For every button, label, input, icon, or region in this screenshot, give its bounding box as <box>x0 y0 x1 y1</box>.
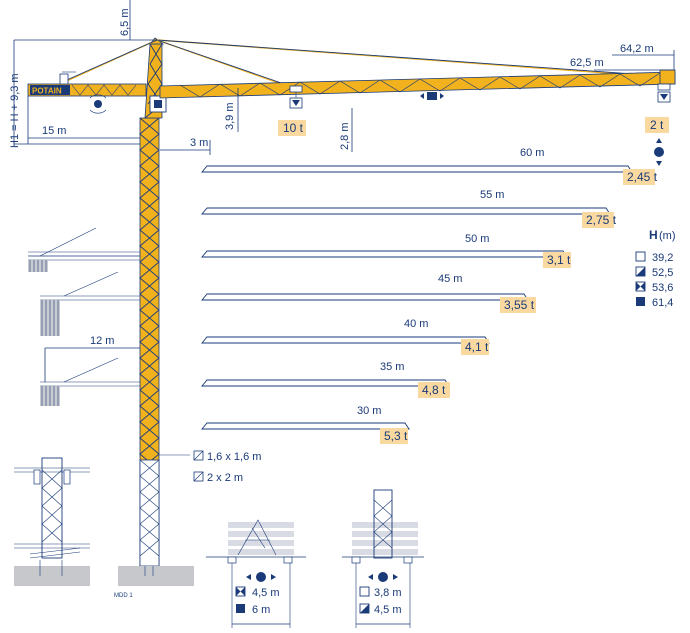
load-curve-load: 5,3 t <box>384 429 408 443</box>
load-curve-badge <box>543 252 571 268</box>
jib <box>159 69 676 99</box>
dim-tie-distance: 12 m <box>90 335 114 347</box>
dim-jib-length: 62,5 m <box>570 57 604 69</box>
height-table: H (m) 39,2 52,5 53,6 61,4 <box>635 228 676 309</box>
base-left: 4,5 m 6 m <box>206 519 306 628</box>
load-curve-load: 3,55 t <box>504 298 535 312</box>
max-load-label: 10 t <box>283 121 304 135</box>
load-curve-radius: 35 m <box>380 361 404 373</box>
height-row-4: 61,4 <box>652 297 673 309</box>
load-curve-radius: 40 m <box>404 318 428 330</box>
symbol-full <box>636 297 645 306</box>
dim-counter-jib: 15 m <box>42 125 66 137</box>
climbing-detail <box>14 457 90 586</box>
dim-height-formula: H1 = H + 9,3 m <box>9 73 21 148</box>
symbol-open <box>635 251 646 262</box>
load-curve-load: 2,75 t <box>586 213 617 227</box>
load-curve-beam <box>201 422 410 430</box>
dim-head-height: 6,5 m <box>119 8 131 36</box>
load-curve-badge <box>380 428 408 444</box>
footnote: MDD 1 <box>114 593 133 599</box>
load-curve-radius: 45 m <box>438 273 462 285</box>
height-row-3: 53,6 <box>652 282 673 294</box>
load-curve-badge <box>461 339 489 355</box>
base-right-1: 3,8 m <box>374 587 402 599</box>
load-curve-load: 4,1 t <box>465 340 489 354</box>
counter-jib: POTAIN <box>27 71 147 114</box>
height-table-title: H <box>649 228 658 242</box>
load-curve-load: 4,8 t <box>422 383 446 397</box>
load-curve-radius: 50 m <box>465 233 489 245</box>
load-curve-badge <box>418 382 450 398</box>
mast-section-legend: 1,6 x 1,6 m 2 x 2 m <box>159 450 261 484</box>
load-curve-badge <box>623 169 655 185</box>
jib-ties <box>59 39 676 88</box>
dim-max-jib: 64,2 m <box>620 43 654 55</box>
load-curves: 60 m 2,45 t 55 m 2,75 t 50 m 3,1 t 45 m 3,55 t 4… <box>201 147 658 444</box>
load-curve-badge <box>582 212 614 228</box>
base-left-2: 6 m <box>252 604 270 616</box>
anchor-ties <box>28 227 140 406</box>
height-row-1: 39,2 <box>652 252 673 264</box>
mast-section-1: 1,6 x 1,6 m <box>207 451 261 463</box>
height-row-2: 52,5 <box>652 267 673 279</box>
tip-load-badge <box>645 117 669 133</box>
load-curve-load: 2,45 t <box>627 170 658 184</box>
load-curve-badge <box>500 297 536 313</box>
base-right: 3,8 m 4,5 m <box>342 489 424 628</box>
brand-logo: POTAIN <box>32 87 62 96</box>
load-curve-beam <box>201 293 529 301</box>
dim-head-offset: 3,9 m <box>224 102 236 130</box>
base-right-2: 4,5 m <box>374 604 402 616</box>
load-curve-load: 3,1 t <box>547 253 571 267</box>
mast-section-2: 2 x 2 m <box>207 472 243 484</box>
load-curve-radius: 55 m <box>480 189 504 201</box>
load-curve-beam <box>201 207 611 215</box>
load-curve-beam <box>201 336 490 344</box>
load-curve-beam <box>201 165 633 173</box>
dimension-lines <box>13 0 675 349</box>
height-table-unit: (m) <box>659 230 676 242</box>
dim-mast-offset: 3 m <box>190 137 208 149</box>
hook-max-load <box>289 85 303 109</box>
dim-trolley-drop: 2,8 m <box>339 122 351 150</box>
max-load-badge <box>278 120 306 136</box>
hoist-direction-icon <box>654 138 664 166</box>
trolley-direction-icon <box>420 92 444 100</box>
load-curve-beam <box>201 250 568 258</box>
load-curve-radius: 60 m <box>520 147 544 159</box>
tip-load-label: 2 t <box>650 118 664 132</box>
hook-tip <box>657 83 671 103</box>
load-curve-beam <box>201 379 450 387</box>
tower-mast <box>118 37 194 586</box>
slewing-icon <box>94 100 102 108</box>
base-left-1: 4,5 m <box>252 587 280 599</box>
load-curve-radius: 30 m <box>357 405 381 417</box>
